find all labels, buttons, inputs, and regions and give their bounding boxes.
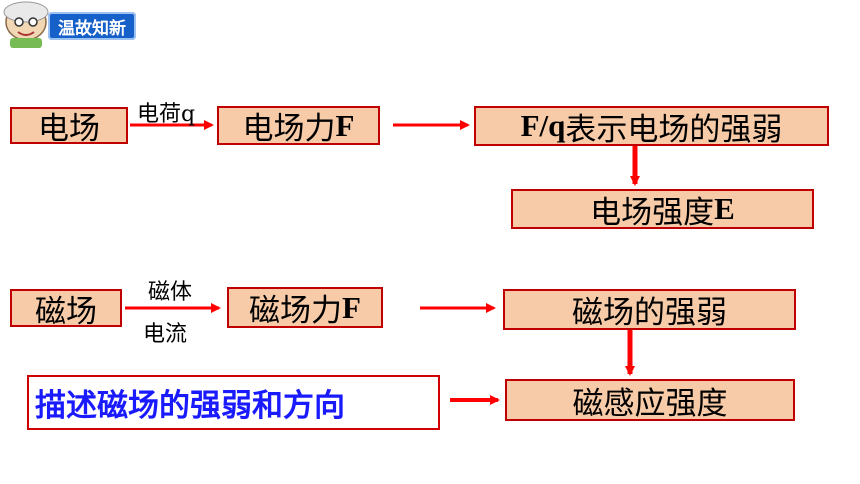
header-badge: 温故知新: [0, 0, 145, 48]
label-magnet: 磁体: [148, 280, 193, 305]
box-magnetic-field-strength-desc: 磁场的强弱: [503, 289, 796, 331]
header-title: 温故知新: [48, 12, 136, 40]
description-box: 描述磁场的强弱和方向: [27, 375, 440, 430]
box-electric-field: 电场: [10, 107, 128, 147]
teacher-mascot-icon: [3, 1, 49, 48]
label-charge: 电荷q: [137, 102, 196, 127]
label-current: 电流: [143, 322, 188, 347]
box-magnetic-field: 磁场: [10, 289, 122, 330]
box-magnetic-induction: 磁感应强度: [505, 379, 795, 422]
